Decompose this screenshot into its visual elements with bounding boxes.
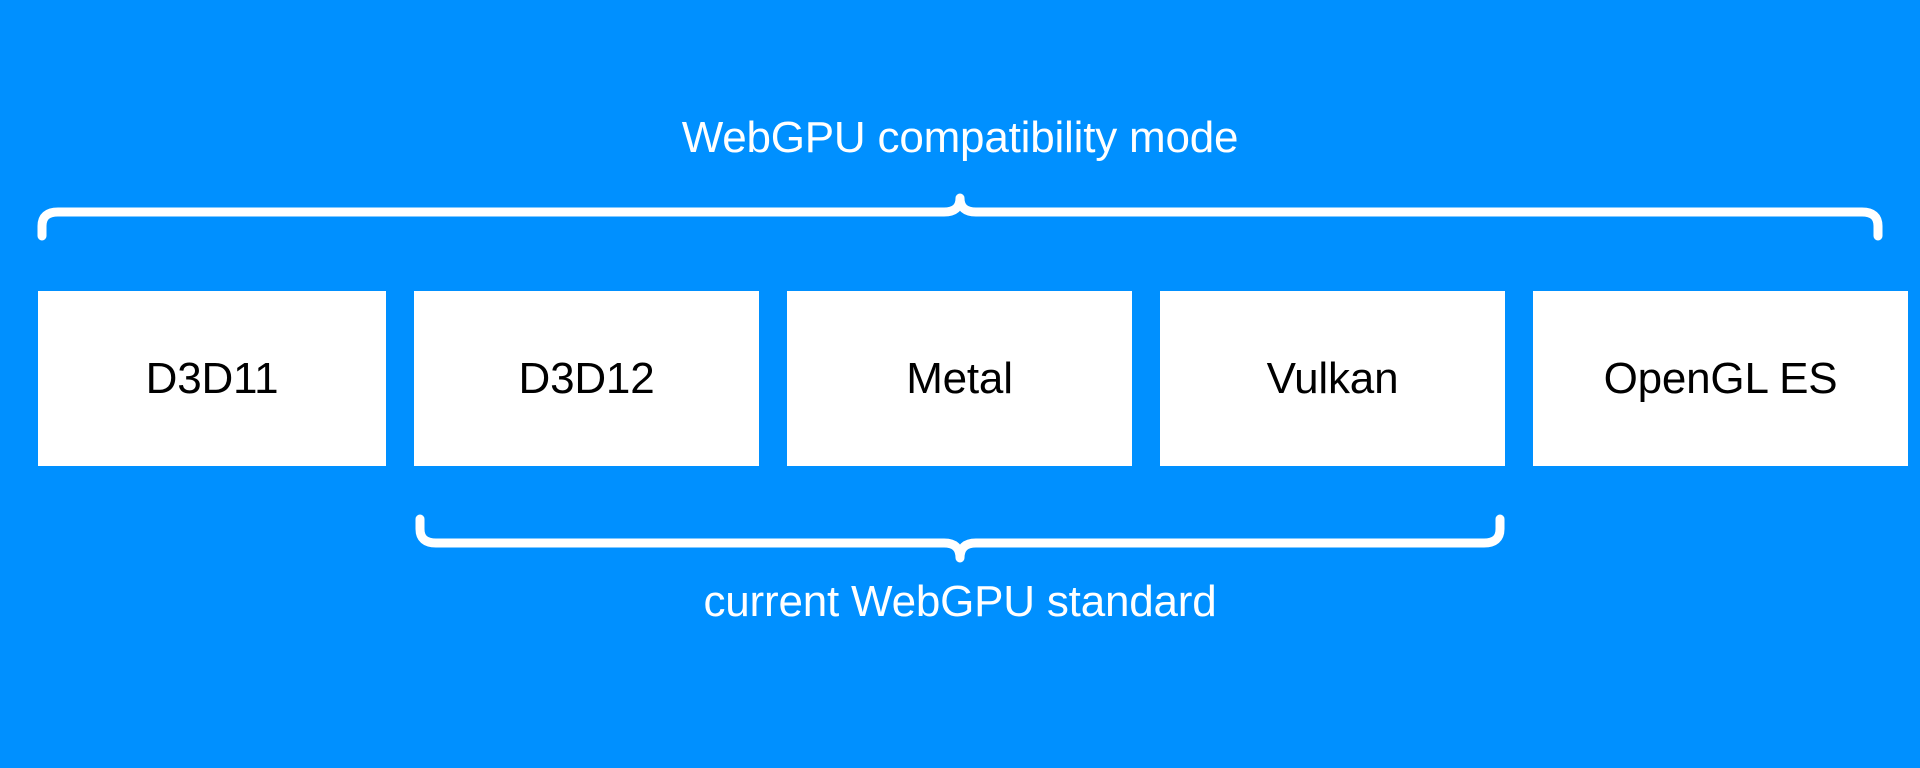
api-box-vulkan[interactable]: Vulkan bbox=[1160, 291, 1505, 466]
api-box-row: D3D11 D3D12 Metal Vulkan OpenGL ES bbox=[38, 291, 1908, 466]
api-box-label: Vulkan bbox=[1266, 353, 1399, 403]
bottom-group-label: current WebGPU standard bbox=[703, 577, 1217, 626]
api-box-opengl-es[interactable]: OpenGL ES bbox=[1533, 291, 1908, 466]
api-box-label: D3D12 bbox=[518, 353, 655, 403]
api-box-label: D3D11 bbox=[145, 353, 279, 403]
api-box-label: Metal bbox=[906, 353, 1013, 403]
top-group-label: WebGPU compatibility mode bbox=[681, 113, 1239, 162]
api-box-label: OpenGL ES bbox=[1603, 353, 1838, 403]
api-box-d3d12[interactable]: D3D12 bbox=[414, 291, 759, 466]
top-group-brace-icon bbox=[37, 193, 1883, 241]
api-box-d3d11[interactable]: D3D11 bbox=[38, 291, 386, 466]
api-box-metal[interactable]: Metal bbox=[787, 291, 1132, 466]
